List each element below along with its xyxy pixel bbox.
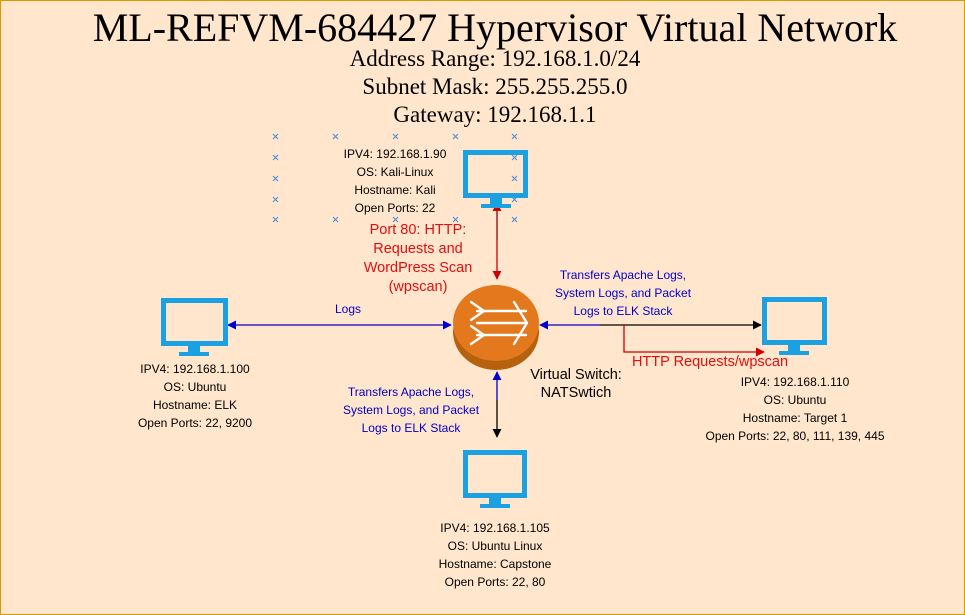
target-ports: Open Ports: 22, 80, 111, 139, 445	[705, 429, 885, 443]
target-host-info: IPV4: 192.168.1.110 OS: Ubuntu Hostname:…	[690, 373, 900, 445]
elk-hostname: Hostname: ELK	[152, 398, 238, 412]
elk-monitor-icon	[161, 298, 228, 356]
capstone-host-info: IPV4: 192.168.1.105 OS: Ubuntu Linux Hos…	[410, 519, 580, 591]
kali-ipv4: IPV4: 192.168.1.90	[343, 147, 447, 161]
capstone-monitor-icon	[463, 450, 527, 508]
selection-markers	[272, 133, 518, 223]
http-wpscan-link	[623, 325, 765, 357]
elk-ports: Open Ports: 22, 9200	[137, 416, 253, 430]
kali-os: OS: Kali-Linux	[356, 165, 434, 179]
virtual-switch-icon	[453, 285, 539, 370]
target-monitor-icon	[762, 297, 827, 355]
kali-monitor-icon	[463, 150, 528, 208]
capstone-os: OS: Ubuntu Linux	[447, 539, 543, 553]
target-hostname: Hostname: Target 1	[742, 411, 848, 425]
target-ipv4: IPV4: 192.168.1.110	[740, 375, 850, 389]
elk-ipv4: IPV4: 192.168.1.100	[140, 362, 250, 376]
capstone-hostname: Hostname: Capstone	[438, 557, 552, 571]
capstone-transfer-logs-label: Transfers Apache Logs, System Logs, and …	[342, 385, 480, 435]
gateway-label: Gateway: 192.168.1.1	[393, 102, 597, 127]
subnet-mask-label: Subnet Mask: 255.255.255.0	[362, 74, 628, 99]
capstone-ports: Open Ports: 22, 80	[444, 575, 546, 589]
kali-ports: Open Ports: 22	[354, 201, 436, 215]
target-transfer-logs-label: Transfers Apache Logs, System Logs, and …	[554, 268, 692, 318]
port80-label: Port 80: HTTP: Requests and WordPress Sc…	[363, 222, 473, 295]
address-range-label: Address Range: 192.168.1.0/24	[349, 46, 641, 71]
capstone-ipv4: IPV4: 192.168.1.105	[440, 521, 550, 535]
virtual-switch-label: Virtual Switch: NATSwtich	[530, 367, 622, 401]
elk-os: OS: Ubuntu	[163, 380, 227, 394]
kali-hostname: Hostname: Kali	[354, 183, 436, 197]
elk-host-info: IPV4: 192.168.1.100 OS: Ubuntu Hostname:…	[115, 360, 275, 432]
http-wpscan-label: HTTP Requests/wpscan	[631, 354, 789, 370]
target-os: OS: Ubuntu	[763, 393, 827, 407]
logs-label: Logs	[334, 302, 362, 316]
kali-host-info: IPV4: 192.168.1.90 OS: Kali-Linux Hostna…	[315, 145, 475, 217]
diagram-title: ML-REFVM-684427 Hypervisor Virtual Netwo…	[92, 5, 898, 50]
